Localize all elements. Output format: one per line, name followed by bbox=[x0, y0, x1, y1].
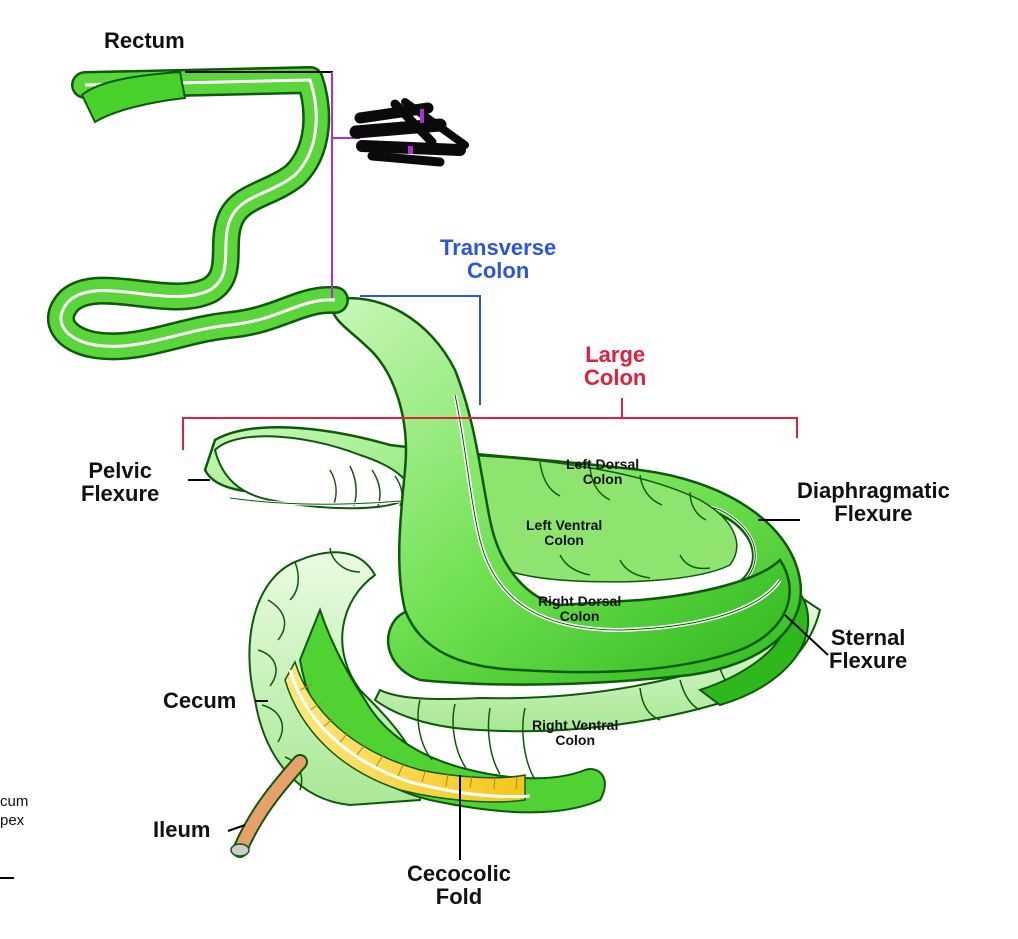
cecocolic-fold bbox=[284, 660, 526, 803]
transverse-colon-bracket bbox=[360, 295, 481, 405]
transverse-colon-label: Transverse Colon bbox=[440, 235, 557, 284]
right-dorsal-colon-label: Right Dorsal Colon bbox=[538, 593, 622, 624]
right-ventral-colon-label: Right Ventral Colon bbox=[532, 717, 619, 748]
cecum-apex-partial-label: cum pex bbox=[0, 793, 29, 829]
dorsal-haustra bbox=[539, 461, 711, 579]
leader-lines bbox=[0, 479, 829, 879]
rectum-tube bbox=[80, 70, 187, 124]
left-ventral-colon-label: Left Ventral Colon bbox=[526, 517, 603, 548]
large-colon-bracket bbox=[182, 398, 798, 450]
small-colon-bracket bbox=[331, 72, 360, 298]
cecocolic-fold-striations bbox=[299, 683, 518, 790]
sternal-flexure-label: Sternal Flexure bbox=[829, 625, 908, 674]
cecum-label: Cecum bbox=[163, 688, 237, 713]
transverse-colon bbox=[328, 296, 791, 674]
cecocolic-fold-label: Cecocolic Fold bbox=[407, 861, 511, 910]
left-dorsal-colon-label: Left Dorsal Colon bbox=[566, 456, 640, 487]
pelvic-flexure-label: Pelvic Flexure bbox=[81, 458, 160, 507]
ileum-label: Ileum bbox=[153, 817, 211, 842]
large-colon-label: Large Colon bbox=[584, 342, 647, 391]
rectum-label: Rectum bbox=[104, 28, 185, 53]
small-colon-label-fragment bbox=[420, 109, 424, 123]
cecum-haustra bbox=[257, 547, 361, 791]
diaphragmatic-flexure-label: Diaphragmatic Flexure bbox=[797, 478, 950, 527]
